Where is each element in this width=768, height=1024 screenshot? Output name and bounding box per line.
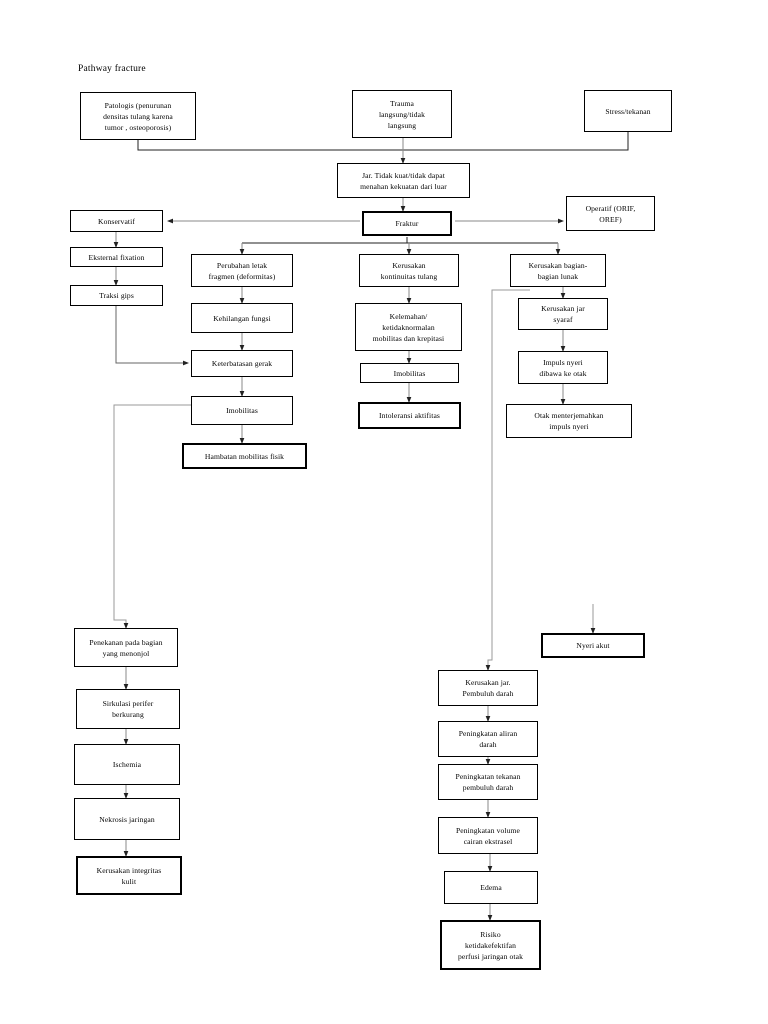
- node-keterbatasan[interactable]: Keterbatasan gerak: [191, 350, 293, 377]
- node-impuls-nyeri[interactable]: Impuls nyeri dibawa ke otak: [518, 351, 608, 384]
- node-label: Kehilangan fungsi: [213, 313, 271, 323]
- node-traksi-gips[interactable]: Traksi gips: [70, 285, 163, 306]
- node-label: Peningkatan tekanan pembuluh darah: [455, 772, 521, 792]
- edge-patologis-bus: [137, 140, 403, 151]
- node-ischemia[interactable]: Ischemia: [74, 744, 180, 785]
- node-kerusakan-kulit[interactable]: Kerusakan integritas kulit: [76, 856, 182, 895]
- node-label: Kelemahan/ ketidaknormalan mobilitas dan…: [372, 311, 445, 343]
- node-kelemahan[interactable]: Kelemahan/ ketidaknormalan mobilitas dan…: [355, 303, 462, 351]
- node-hambatan-mob[interactable]: Hambatan mobilitas fisik: [182, 443, 307, 469]
- node-peningkatan-tek[interactable]: Peningkatan tekanan pembuluh darah: [438, 764, 538, 800]
- node-label: Kerusakan bagian- bagian lunak: [528, 260, 588, 281]
- node-label: Risiko ketidakefektifan perfusi jaringan…: [458, 929, 523, 961]
- node-eksternal-fix[interactable]: Eksternal fixation: [70, 247, 163, 267]
- node-perubahan-letak[interactable]: Perubahan letak fragmen (deformitas): [191, 254, 293, 287]
- node-label: Intoleransi aktifitas: [379, 411, 440, 420]
- node-fraktur[interactable]: Fraktur: [362, 211, 452, 236]
- node-label: Perubahan letak fragmen (deformitas): [208, 260, 276, 281]
- edge-traksi-keterbatasan: [115, 306, 189, 366]
- node-patologis[interactable]: Patologis (penurunan densitas tulang kar…: [80, 92, 196, 140]
- node-label: Imobilitas: [393, 368, 426, 378]
- node-peningkatan-al[interactable]: Peningkatan aliran darah: [438, 721, 538, 757]
- edge-fraktur-bus: [242, 237, 558, 244]
- node-trauma[interactable]: Trauma langsung/tidak langsung: [352, 90, 452, 138]
- node-label: Otak menterjemahkan impuls nyeri: [534, 411, 604, 431]
- node-label: Fraktur: [395, 219, 419, 228]
- node-nyeri-akut[interactable]: Nyeri akut: [541, 633, 645, 658]
- node-operatif[interactable]: Operatif (ORIF, OREF): [566, 196, 655, 231]
- node-label: Nyeri akut: [576, 641, 610, 650]
- node-intoleransi[interactable]: Intoleransi aktifitas: [358, 402, 461, 429]
- node-risiko-perfusi[interactable]: Risiko ketidakefektifan perfusi jaringan…: [440, 920, 541, 970]
- node-imobilitas-1[interactable]: Imobilitas: [360, 363, 459, 383]
- node-label: Penekanan pada bagian yang menonjol: [89, 637, 163, 658]
- node-label: Kerusakan integritas kulit: [96, 865, 162, 886]
- node-imobilitas-2[interactable]: Imobilitas: [191, 396, 293, 425]
- node-label: Impuls nyeri dibawa ke otak: [539, 357, 587, 378]
- node-label: Edema: [480, 883, 502, 892]
- node-label: Patologis (penurunan densitas tulang kar…: [103, 100, 173, 132]
- node-label: Jar. Tidak kuat/tidak dapat menahan keku…: [360, 170, 447, 191]
- node-label: Stress/tekanan: [605, 106, 651, 116]
- node-kehilangan-f[interactable]: Kehilangan fungsi: [191, 303, 293, 333]
- node-kerusakan-pemb[interactable]: Kerusakan jar. Pembuluh darah: [438, 670, 538, 706]
- node-label: Kerusakan jar syaraf: [541, 304, 585, 324]
- node-label: Peningkatan volume cairan ekstrasel: [455, 825, 520, 846]
- node-label: Kerusakan kontinuitas tulang: [380, 260, 438, 281]
- node-label: Eksternal fixation: [88, 252, 145, 262]
- node-konservatif[interactable]: Konservatif: [70, 210, 163, 232]
- page-title: Pathway fracture: [78, 64, 146, 74]
- node-otak-menterj[interactable]: Otak menterjemahkan impuls nyeri: [506, 404, 632, 438]
- node-label: Kerusakan jar. Pembuluh darah: [462, 678, 514, 698]
- node-label: Hambatan mobilitas fisik: [204, 451, 285, 461]
- node-sirkulasi[interactable]: Sirkulasi perifer berkurang: [76, 689, 180, 729]
- node-label: Konservatif: [98, 216, 135, 226]
- node-edema[interactable]: Edema: [444, 871, 538, 904]
- node-label: Peningkatan aliran darah: [458, 729, 518, 749]
- node-label: Traksi gips: [99, 291, 134, 300]
- node-label: Nekrosis jaringan: [99, 814, 155, 824]
- node-label: Sirkulasi perifer berkurang: [102, 699, 154, 719]
- node-label: Keterbatasan gerak: [211, 359, 273, 368]
- node-label: Trauma langsung/tidak langsung: [378, 98, 426, 130]
- node-penekanan[interactable]: Penekanan pada bagian yang menonjol: [74, 628, 178, 667]
- node-label: Ischemia: [112, 760, 142, 769]
- node-jar-tidak-kuat[interactable]: Jar. Tidak kuat/tidak dapat menahan keku…: [337, 163, 470, 198]
- edge-imobilitas-penekanan: [113, 404, 191, 629]
- node-kerusakan-kont[interactable]: Kerusakan kontinuitas tulang: [359, 254, 459, 287]
- node-stress[interactable]: Stress/tekanan: [584, 90, 672, 132]
- node-label: Operatif (ORIF, OREF): [585, 203, 636, 224]
- node-peningkatan-vol[interactable]: Peningkatan volume cairan ekstrasel: [438, 817, 538, 854]
- node-label: Imobilitas: [226, 406, 258, 415]
- node-nekrosis[interactable]: Nekrosis jaringan: [74, 798, 180, 840]
- edge-lunak-pembuluh: [485, 289, 530, 671]
- node-kerusakan-syaraf[interactable]: Kerusakan jar syaraf: [518, 298, 608, 330]
- node-kerusakan-lunak[interactable]: Kerusakan bagian- bagian lunak: [510, 254, 606, 287]
